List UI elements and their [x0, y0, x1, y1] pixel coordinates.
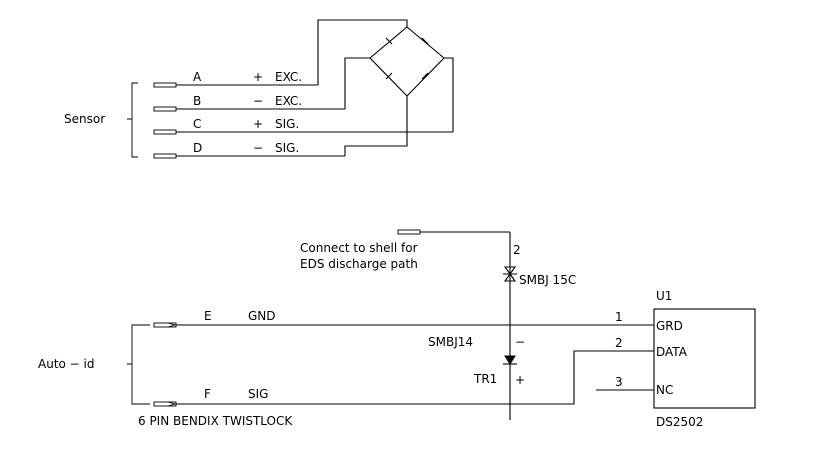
pin-a-letter: A — [193, 70, 202, 84]
pin-a-symbol — [153, 82, 177, 88]
bridge-resistor-2 — [421, 37, 429, 45]
shell-pin-symbol — [397, 229, 421, 235]
bridge-resistor-3 — [385, 72, 393, 80]
wheatstone-bridge — [369, 26, 445, 97]
pin-b-letter: B — [193, 94, 201, 108]
sig-line — [176, 350, 654, 405]
pin-d-letter: D — [193, 141, 202, 155]
pin-b-symbol — [153, 106, 177, 112]
autoid-section: Auto − id E GND F SIG 6 PIN BENDIX TWIST… — [38, 229, 756, 429]
pin-d-sign: − — [253, 141, 263, 155]
connector-label: 6 PIN BENDIX TWISTLOCK — [138, 414, 293, 428]
pin-f-symbol — [153, 401, 177, 407]
pin-c-name: SIG. — [275, 117, 299, 131]
chip-pin3-num: 3 — [615, 375, 623, 389]
tvs-lower-plus: + — [515, 373, 525, 387]
pin-f-letter: F — [204, 387, 211, 401]
bridge-resistor-1 — [385, 37, 393, 45]
wire-exc-plus — [317, 19, 408, 85]
chip-part: DS2502 — [656, 415, 703, 429]
chip-body — [653, 308, 756, 409]
chip-pin2-num: 2 — [615, 336, 623, 350]
pin-f-name: SIG — [248, 387, 268, 401]
pin-a-name: EXC. — [275, 70, 302, 84]
sensor-section: Sensor A B C D + − + − EXC. EXC. SIG. SI… — [64, 19, 454, 159]
chip-pin2-name: DATA — [656, 345, 688, 359]
autoid-bracket — [127, 324, 150, 405]
sensor-label: Sensor — [64, 112, 105, 126]
shell-note-line2: EDS discharge path — [300, 257, 418, 271]
bridge-resistor-4 — [421, 72, 429, 80]
pin-b-name: EXC. — [275, 94, 302, 108]
pin-a-sign: + — [253, 70, 263, 84]
pin-e-arrow — [167, 322, 177, 328]
pin-b-sign: − — [253, 94, 263, 108]
autoid-label: Auto − id — [38, 357, 95, 371]
tvs-lower-part: SMBJ14 — [428, 335, 473, 349]
chip-pin3-name: NC — [656, 383, 673, 397]
chip-pin1-num: 1 — [615, 310, 623, 324]
wire-sig-plus — [444, 57, 454, 132]
tvs-lower-minus: − — [515, 335, 525, 349]
wire-sig-minus — [344, 96, 408, 156]
tvs-upper-symbol — [503, 266, 517, 282]
pin-f-arrow — [167, 401, 177, 407]
pin-e-letter: E — [204, 309, 212, 323]
pin-c-sign: + — [253, 117, 263, 131]
pin-c-letter: C — [193, 117, 201, 131]
tvs-lower-ref: TR1 — [473, 372, 497, 386]
sensor-bracket — [127, 82, 138, 158]
pin-c-symbol — [153, 129, 177, 135]
wire-exc-minus — [344, 57, 370, 109]
tvs-upper-pin: 2 — [513, 243, 521, 257]
pin-d-symbol — [153, 153, 177, 159]
pin-e-symbol — [153, 322, 177, 328]
tvs-lower-symbol — [504, 355, 516, 365]
chip-ref: U1 — [656, 289, 672, 303]
pin-d-name: SIG. — [275, 141, 299, 155]
shell-note-line1: Connect to shell for — [300, 241, 418, 255]
pin-e-name: GND — [248, 309, 276, 323]
chip-pin1-name: GRD — [656, 319, 683, 333]
tvs-upper-part: SMBJ 15C — [519, 273, 576, 287]
